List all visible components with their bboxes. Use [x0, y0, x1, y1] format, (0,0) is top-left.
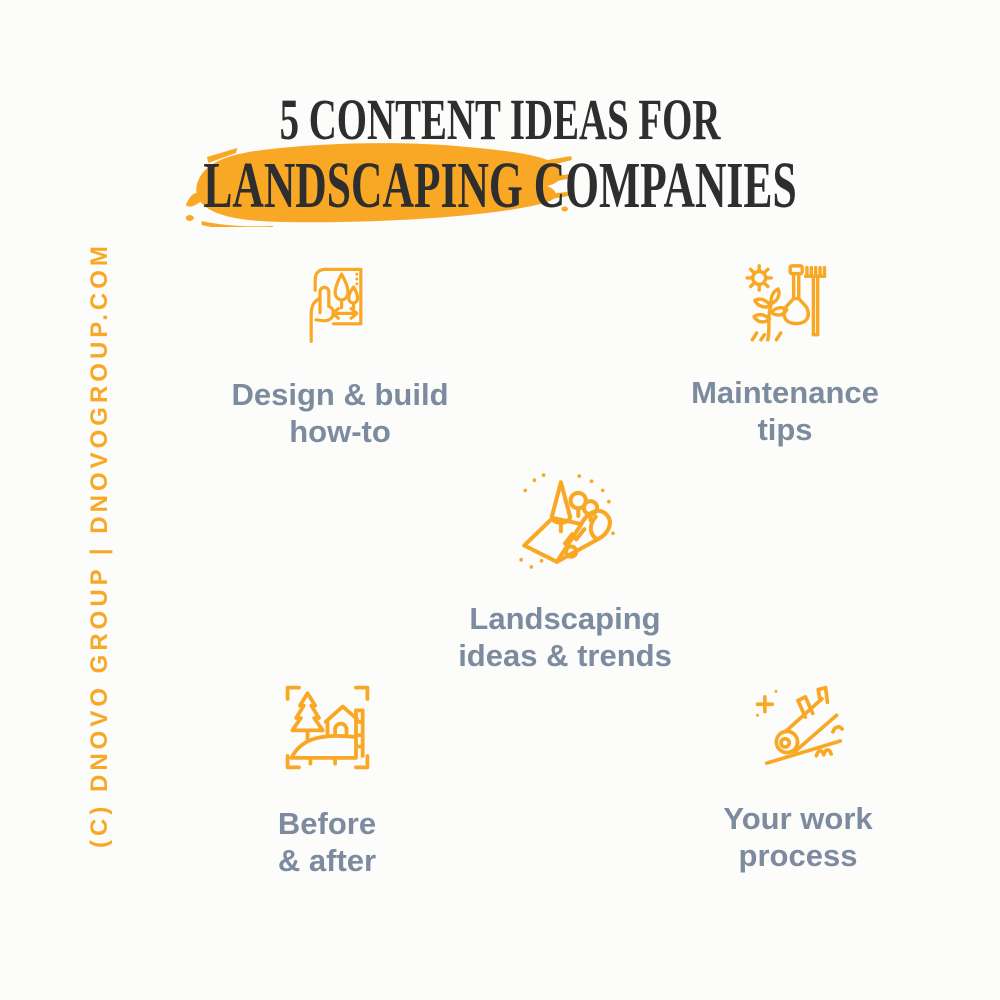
- garden-tools-icon: [742, 258, 828, 346]
- item-label-line2: process: [738, 838, 858, 873]
- item-label-line2: & after: [277, 843, 377, 878]
- title-line-1: 5 CONTENT IDEAS FOR: [279, 87, 721, 152]
- item-label-line2: ideas & trends: [458, 638, 672, 673]
- item-label-line1: Design & build: [231, 377, 449, 412]
- item-label: Maintenance tips: [691, 374, 879, 448]
- item-label-line1: Your work: [723, 801, 873, 836]
- item-label-line2: how-to: [289, 414, 391, 449]
- title-line-2: LANDSCAPING COMPANIES: [170, 143, 830, 227]
- item-label-line1: Landscaping: [469, 601, 661, 636]
- item-label: Design & build how-to: [232, 376, 449, 450]
- brush-stroke-highlight: [185, 143, 572, 227]
- content-idea-item-maintenance: Maintenance tips: [615, 258, 955, 448]
- content-idea-item-design-build: Design & build how-to: [170, 256, 510, 450]
- item-label: Landscaping ideas & trends: [458, 600, 672, 674]
- item-label: Before & after: [278, 805, 376, 879]
- item-label: Your work process: [723, 800, 872, 874]
- before-after-frame-icon: [280, 680, 375, 775]
- content-idea-item-work-process: Your work process: [628, 684, 968, 874]
- content-idea-item-before-after: Before & after: [157, 680, 497, 879]
- content-idea-item-ideas-trends: Landscaping ideas & trends: [395, 470, 735, 674]
- fallen-log-icon: [750, 684, 846, 776]
- title-line-2-text: LANDSCAPING COMPANIES: [203, 149, 797, 222]
- item-label-line1: Before: [277, 806, 377, 841]
- item-label-line2: tips: [757, 412, 813, 447]
- landscape-blueprint-icon: [509, 470, 621, 572]
- item-label-line1: Maintenance: [691, 375, 879, 410]
- watermark-credit: (C) DNOVO GROUP | DNOVOGROUP.COM: [86, 242, 113, 848]
- design-plan-hand-icon: [292, 256, 372, 350]
